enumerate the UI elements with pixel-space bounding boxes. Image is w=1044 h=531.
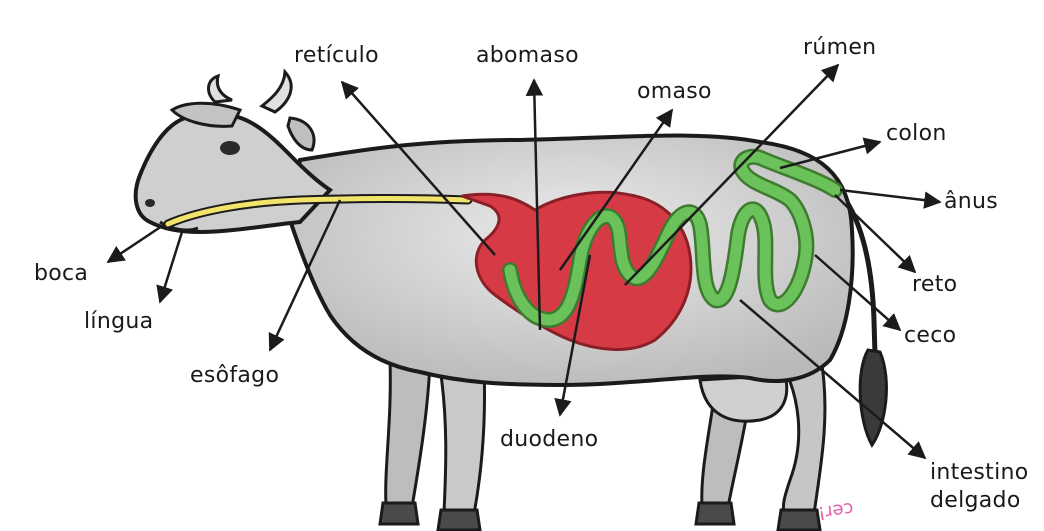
cow-front-leg-back (386, 360, 430, 507)
cow-hoof (380, 503, 418, 524)
label-rumen: rúmen (803, 36, 876, 60)
label-ceco: ceco (904, 324, 956, 348)
arrow-anus (840, 190, 940, 202)
label-colon: colon (886, 122, 947, 146)
cow-hoof (778, 510, 820, 530)
label-anus: ânus (944, 190, 998, 214)
label-esofago: esôfago (190, 364, 279, 388)
label-omaso: omaso (637, 80, 712, 104)
cow-hoof (696, 503, 734, 524)
cow-horn (209, 76, 232, 102)
cow-ear-right (288, 118, 314, 150)
label-intestino: intestino (930, 461, 1029, 485)
cow-nostril (145, 199, 155, 207)
cow-eye (220, 141, 240, 155)
cow-front-leg-front (440, 368, 485, 514)
label-duodeno: duodeno (500, 428, 598, 452)
label-lingua: língua (84, 310, 153, 334)
label-reticulo: retículo (294, 44, 379, 68)
label-boca: boca (34, 262, 88, 286)
label-reto: reto (912, 273, 957, 297)
cow-hoof (438, 510, 480, 530)
label-abomaso: abomaso (476, 44, 579, 68)
cow-tail-tuft (860, 350, 886, 445)
arrow-boca (108, 226, 162, 262)
label-delgado: delgado (930, 489, 1021, 513)
cow-horn (262, 72, 291, 112)
arrow-lingua (160, 232, 182, 302)
